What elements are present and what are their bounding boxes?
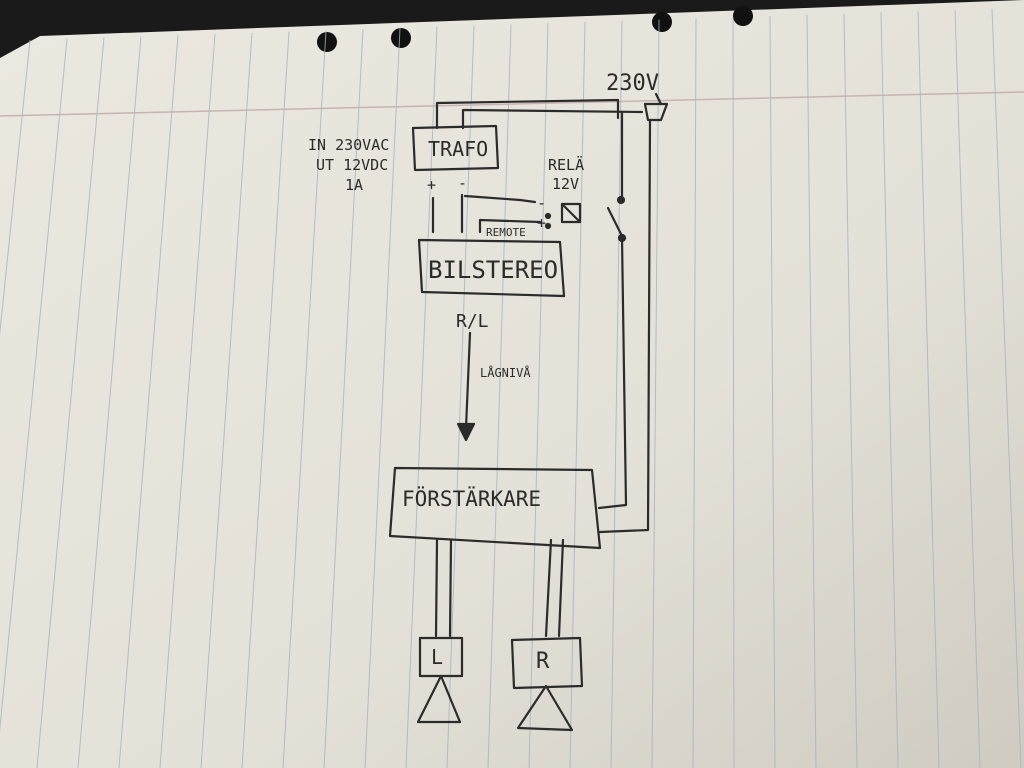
ruled-line [651, 19, 660, 768]
relay-minus-terminal: - [537, 194, 546, 212]
binder-hole-3 [652, 12, 672, 32]
ruled-line [159, 33, 216, 768]
speaker-right-box [510, 636, 584, 690]
ruled-line [487, 24, 512, 768]
ruled-line [446, 25, 475, 768]
transformer-spec-in: IN 230VAC [308, 136, 389, 154]
wire-mains-neutral [461, 108, 644, 130]
cable-right-a [544, 538, 553, 638]
amplifier-box [388, 466, 602, 550]
ruled-line [843, 13, 858, 768]
signal-channels-label: R/L [456, 311, 489, 332]
relay-coil-icon [560, 202, 582, 224]
remote-dot-1 [544, 212, 552, 220]
wire-relay-to-amp [597, 236, 628, 510]
transformer-label: TRAFO [428, 137, 488, 161]
component-boxes [388, 124, 602, 732]
binder-hole-2 [391, 28, 411, 48]
signal-arrow-icon [456, 422, 476, 442]
relay-switch-blade [606, 206, 624, 238]
relay-contact-top [616, 195, 626, 205]
wire-mains-live [435, 98, 620, 130]
ruled-line [880, 12, 899, 768]
ruled-line [569, 21, 586, 768]
relay-coil-diagonal [560, 202, 582, 224]
mains-plug-pin [654, 92, 663, 106]
transformer-box [411, 124, 500, 172]
ruled-line [806, 14, 817, 768]
car-stereo-box [417, 238, 566, 298]
margin-line [0, 91, 1024, 117]
wire-remote [478, 218, 542, 234]
ruled-line [36, 37, 105, 768]
ruled-line [241, 31, 290, 768]
mains-label: 230V [606, 71, 659, 96]
relay-voltage: 12V [552, 175, 579, 193]
ruled-line [364, 27, 401, 768]
cable-left-a [434, 538, 439, 638]
ruled-line [610, 20, 623, 768]
wiring [431, 92, 669, 638]
binder-hole-4 [733, 6, 753, 26]
ruled-line [769, 15, 776, 768]
binder-hole-1 [317, 32, 337, 52]
ruled-line [200, 32, 253, 768]
cable-right-b [557, 538, 565, 638]
ruled-line [991, 8, 1022, 768]
relay-label: RELÄ [548, 155, 584, 174]
ruled-line [77, 36, 142, 768]
wire-neutral-to-amp [598, 118, 652, 534]
amplifier-label: FÖRSTÄRKARE [402, 486, 541, 511]
ruled-line [323, 29, 364, 768]
relay-plus-terminal: + [537, 214, 546, 232]
ruled-line [917, 11, 940, 768]
ruled-line [954, 9, 981, 768]
remote-label: REMOTE [486, 226, 526, 239]
transformer-plus-terminal: + [427, 176, 436, 194]
relay-contact-bottom [617, 233, 627, 243]
speaker-left-cone-icon [416, 674, 462, 724]
transformer-spec-current: 1A [345, 176, 363, 194]
ruled-lines [0, 8, 1022, 768]
ruled-line [0, 38, 68, 733]
remote-dot-2 [544, 222, 552, 230]
transformer-minus-terminal: - [458, 174, 467, 192]
ruled-line [282, 30, 327, 768]
speaker-left-label: L [431, 645, 443, 669]
ruled-line [0, 39, 31, 337]
cable-left-b [448, 538, 453, 638]
signal-level-label: LÅGNIVÅ [480, 365, 531, 380]
wire-minus-to-relay [463, 194, 537, 204]
speaker-right-cone-icon [516, 684, 574, 732]
mains-plug-icon [643, 102, 669, 122]
ruled-line [732, 17, 735, 768]
ruled-line [528, 23, 549, 768]
transformer-spec-out: UT 12VDC [316, 156, 388, 174]
signal-line [464, 331, 472, 430]
ruled-line [405, 26, 438, 768]
ruled-line [118, 35, 179, 768]
car-stereo-label: BILSTEREO [428, 256, 558, 284]
ruled-line [692, 18, 697, 768]
speaker-right-label: R [536, 649, 550, 674]
